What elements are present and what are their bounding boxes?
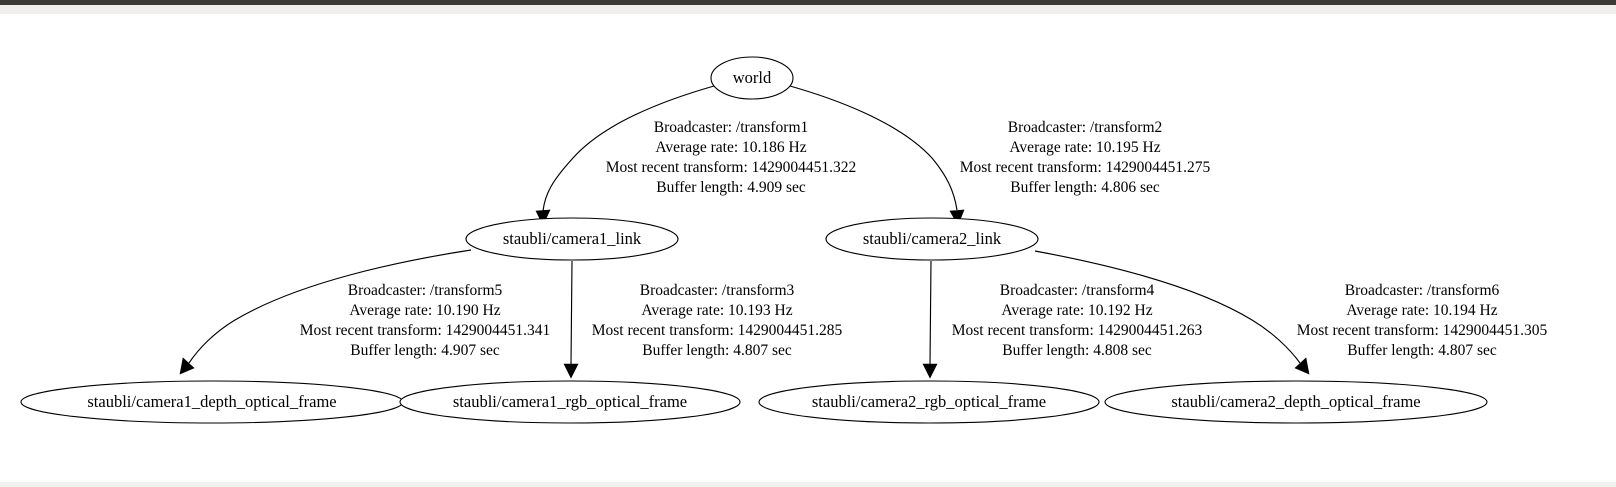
- edge-transform6-line-1: Average rate: 10.194 Hz: [1346, 302, 1497, 319]
- node-staubli-camera2-link-label: staubli/camera2_link: [863, 229, 1002, 248]
- node-staubli-camera2-rgb-optical-frame[interactable]: staubli/camera2_rgb_optical_frame: [758, 380, 1100, 424]
- edge-transform3-line-3: Buffer length: 4.807 sec: [642, 342, 792, 359]
- edge-transform4-path: [929, 260, 932, 365]
- edge-transform6-line-2: Most recent transform: 1429004451.305: [1297, 322, 1548, 339]
- node-staubli-camera2-link-ellipse[interactable]: [825, 217, 1039, 261]
- node-staubli-camera2-rgb-optical-frame-ellipse[interactable]: [758, 380, 1100, 424]
- edge-transform1[interactable]: [535, 85, 715, 226]
- edge-transform3-line-2: Most recent transform: 1429004451.285: [592, 322, 843, 339]
- edge-transform4-line-2: Most recent transform: 1429004451.263: [952, 322, 1203, 339]
- node-world[interactable]: world: [710, 56, 794, 100]
- edge-transform5-line-2: Most recent transform: 1429004451.341: [300, 322, 551, 339]
- node-staubli-camera1-link[interactable]: staubli/camera1_link: [465, 217, 679, 261]
- edge-transform4-label: Broadcaster: /transform4 Average rate: 1…: [952, 282, 1203, 359]
- edge-transform3-line-0: Broadcaster: /transform3: [640, 282, 795, 299]
- node-staubli-camera2-rgb-optical-frame-label: staubli/camera2_rgb_optical_frame: [812, 392, 1046, 411]
- edges-layer: [179, 85, 1310, 379]
- edge-transform4-line-0: Broadcaster: /transform4: [1000, 282, 1155, 299]
- node-staubli-camera1-rgb-optical-frame-ellipse[interactable]: [399, 380, 741, 424]
- edge-transform1-label: Broadcaster: /transform1 Average rate: 1…: [606, 119, 857, 196]
- edge-transform5-label: Broadcaster: /transform5 Average rate: 1…: [300, 282, 551, 359]
- window-top-strip: [0, 5, 1616, 14]
- window-top-bar: [0, 0, 1616, 5]
- edge-transform2-path: [789, 85, 958, 211]
- edge-transform1-line-1: Average rate: 10.186 Hz: [655, 139, 806, 156]
- edge-transform2-line-0: Broadcaster: /transform2: [1008, 119, 1163, 136]
- edge-transform6-path: [1034, 250, 1301, 364]
- node-staubli-camera1-rgb-optical-frame-label: staubli/camera1_rgb_optical_frame: [453, 392, 687, 411]
- edge-transform3[interactable]: [563, 260, 579, 379]
- edge-labels-layer: Broadcaster: /transform1 Average rate: 1…: [300, 119, 1548, 359]
- edge-transform5-line-0: Broadcaster: /transform5: [348, 282, 503, 299]
- edge-transform1-line-2: Most recent transform: 1429004451.322: [606, 159, 857, 176]
- edge-transform1-line-0: Broadcaster: /transform1: [654, 119, 809, 136]
- edge-transform4-line-3: Buffer length: 4.808 sec: [1002, 342, 1152, 359]
- edge-transform6-line-3: Buffer length: 4.807 sec: [1347, 342, 1497, 359]
- node-staubli-camera1-depth-optical-frame[interactable]: staubli/camera1_depth_optical_frame: [20, 380, 404, 424]
- edge-transform1-path: [542, 85, 715, 212]
- edge-transform1-line-3: Buffer length: 4.909 sec: [656, 179, 806, 196]
- edge-transform6-arrowhead: [1294, 357, 1310, 375]
- edge-transform6[interactable]: [1034, 250, 1310, 375]
- edge-transform5-path: [188, 249, 472, 364]
- node-staubli-camera2-depth-optical-frame-ellipse[interactable]: [1104, 380, 1488, 424]
- edge-transform1-arrowhead: [535, 209, 551, 226]
- edge-transform4[interactable]: [922, 260, 938, 379]
- edge-transform3-arrowhead: [563, 363, 579, 379]
- edge-transform2-line-1: Average rate: 10.195 Hz: [1009, 139, 1160, 156]
- node-staubli-camera1-link-label: staubli/camera1_link: [503, 229, 642, 248]
- edge-transform5-line-1: Average rate: 10.190 Hz: [349, 302, 500, 319]
- node-staubli-camera1-link-ellipse[interactable]: [465, 217, 679, 261]
- edge-transform6-line-0: Broadcaster: /transform6: [1345, 282, 1500, 299]
- edge-transform5[interactable]: [179, 249, 472, 375]
- edge-transform2-label: Broadcaster: /transform2 Average rate: 1…: [960, 119, 1211, 196]
- edge-transform2-line-2: Most recent transform: 1429004451.275: [960, 159, 1211, 176]
- nodes-layer: world staubli/camera1_link staubli/camer…: [20, 56, 1488, 424]
- graph-canvas[interactable]: Broadcaster: /transform1 Average rate: 1…: [0, 14, 1616, 482]
- node-world-ellipse[interactable]: [710, 56, 794, 100]
- edge-transform6-label: Broadcaster: /transform6 Average rate: 1…: [1297, 282, 1548, 359]
- edge-transform2[interactable]: [789, 85, 965, 226]
- node-staubli-camera2-depth-optical-frame[interactable]: staubli/camera2_depth_optical_frame: [1104, 380, 1488, 424]
- node-staubli-camera1-depth-optical-frame-label: staubli/camera1_depth_optical_frame: [87, 392, 336, 411]
- edge-transform3-path: [570, 260, 573, 365]
- window-bottom-strip: [0, 482, 1616, 487]
- node-staubli-camera1-rgb-optical-frame[interactable]: staubli/camera1_rgb_optical_frame: [399, 380, 741, 424]
- node-world-label: world: [733, 68, 772, 87]
- edge-transform4-arrowhead: [922, 363, 938, 379]
- edge-transform4-line-1: Average rate: 10.192 Hz: [1001, 302, 1152, 319]
- edge-transform5-line-3: Buffer length: 4.907 sec: [350, 342, 500, 359]
- node-staubli-camera2-depth-optical-frame-label: staubli/camera2_depth_optical_frame: [1171, 392, 1420, 411]
- edge-transform3-label: Broadcaster: /transform3 Average rate: 1…: [592, 282, 843, 359]
- edge-transform2-line-3: Buffer length: 4.806 sec: [1010, 179, 1160, 196]
- edge-transform5-arrowhead: [179, 357, 195, 375]
- node-staubli-camera2-link[interactable]: staubli/camera2_link: [825, 217, 1039, 261]
- edge-transform3-line-1: Average rate: 10.193 Hz: [641, 302, 792, 319]
- tf-graph-svg[interactable]: Broadcaster: /transform1 Average rate: 1…: [0, 14, 1616, 482]
